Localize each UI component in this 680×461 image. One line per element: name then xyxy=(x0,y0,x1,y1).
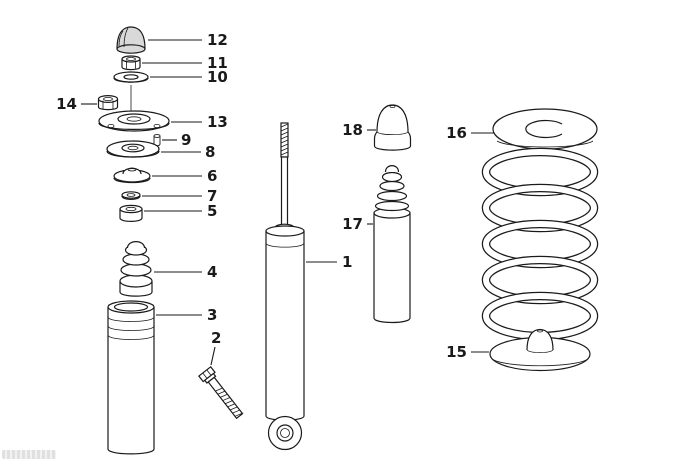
callout-4: 4 xyxy=(154,263,217,281)
callout-6-label: 6 xyxy=(207,167,217,185)
callout-9: 9 xyxy=(162,131,191,149)
callout-1-label: 1 xyxy=(342,253,352,271)
callout-11: 11 xyxy=(142,54,228,72)
callout-17: 17 xyxy=(342,215,373,233)
callout-7-label: 7 xyxy=(207,187,217,205)
watermark xyxy=(2,450,56,459)
callout-8-label: 8 xyxy=(205,143,215,161)
callout-13-label: 13 xyxy=(207,113,228,131)
part-bolt xyxy=(198,365,244,420)
part-self-locking-nut xyxy=(121,55,141,71)
callout-5: 5 xyxy=(144,202,217,220)
callout-7: 7 xyxy=(142,187,217,205)
callout-17-label: 17 xyxy=(342,215,363,233)
part-rubber-buffer xyxy=(119,241,153,297)
callout-2: 2 xyxy=(210,329,221,366)
callout-16-label: 16 xyxy=(446,124,467,142)
callout-4-label: 4 xyxy=(207,263,217,281)
part-bushing xyxy=(119,204,143,222)
part-stud xyxy=(153,134,161,147)
part-washer-upper xyxy=(113,71,149,83)
callout-2-label: 2 xyxy=(211,329,221,347)
callout-15-label: 15 xyxy=(446,343,467,361)
callout-16: 16 xyxy=(446,124,494,142)
shock-piston-rod xyxy=(280,156,289,228)
part-dome-washer xyxy=(113,167,151,184)
callout-9-label: 9 xyxy=(181,131,191,149)
part-coil-spring xyxy=(481,147,599,341)
callout-1: 1 xyxy=(306,253,352,271)
part-bump-stop xyxy=(373,104,412,151)
shock-body-top xyxy=(265,225,305,237)
callout-10-label: 10 xyxy=(207,68,228,86)
part-upper-spring-pad xyxy=(492,108,598,150)
callout-6: 6 xyxy=(152,167,217,185)
part-lower-spring-pad xyxy=(489,328,591,372)
part-upper-mount-plate xyxy=(98,110,170,132)
callout-3: 3 xyxy=(156,306,217,324)
callout-18-label: 18 xyxy=(342,121,363,139)
part-hex-nut xyxy=(97,94,119,111)
callout-15: 15 xyxy=(446,343,489,361)
callout-12-label: 12 xyxy=(207,31,228,49)
part-cap xyxy=(116,26,146,54)
callout-12: 12 xyxy=(148,31,228,49)
callout-11-label: 11 xyxy=(207,54,228,72)
callout-18: 18 xyxy=(342,121,376,139)
callout-14: 14 xyxy=(56,95,97,113)
callout-3-label: 3 xyxy=(207,306,217,324)
callout-14-label: 14 xyxy=(56,95,77,113)
callout-2-leader xyxy=(210,346,216,366)
callout-10: 10 xyxy=(150,68,228,86)
callout-5-label: 5 xyxy=(207,202,217,220)
part-support-bearing xyxy=(106,140,160,158)
part-protective-tube xyxy=(107,300,155,455)
part-grommet xyxy=(121,191,141,200)
callout-8: 8 xyxy=(161,143,215,161)
part-shock-absorber xyxy=(265,122,305,451)
part-additional-damper xyxy=(373,165,411,324)
callout-13: 13 xyxy=(171,113,228,131)
